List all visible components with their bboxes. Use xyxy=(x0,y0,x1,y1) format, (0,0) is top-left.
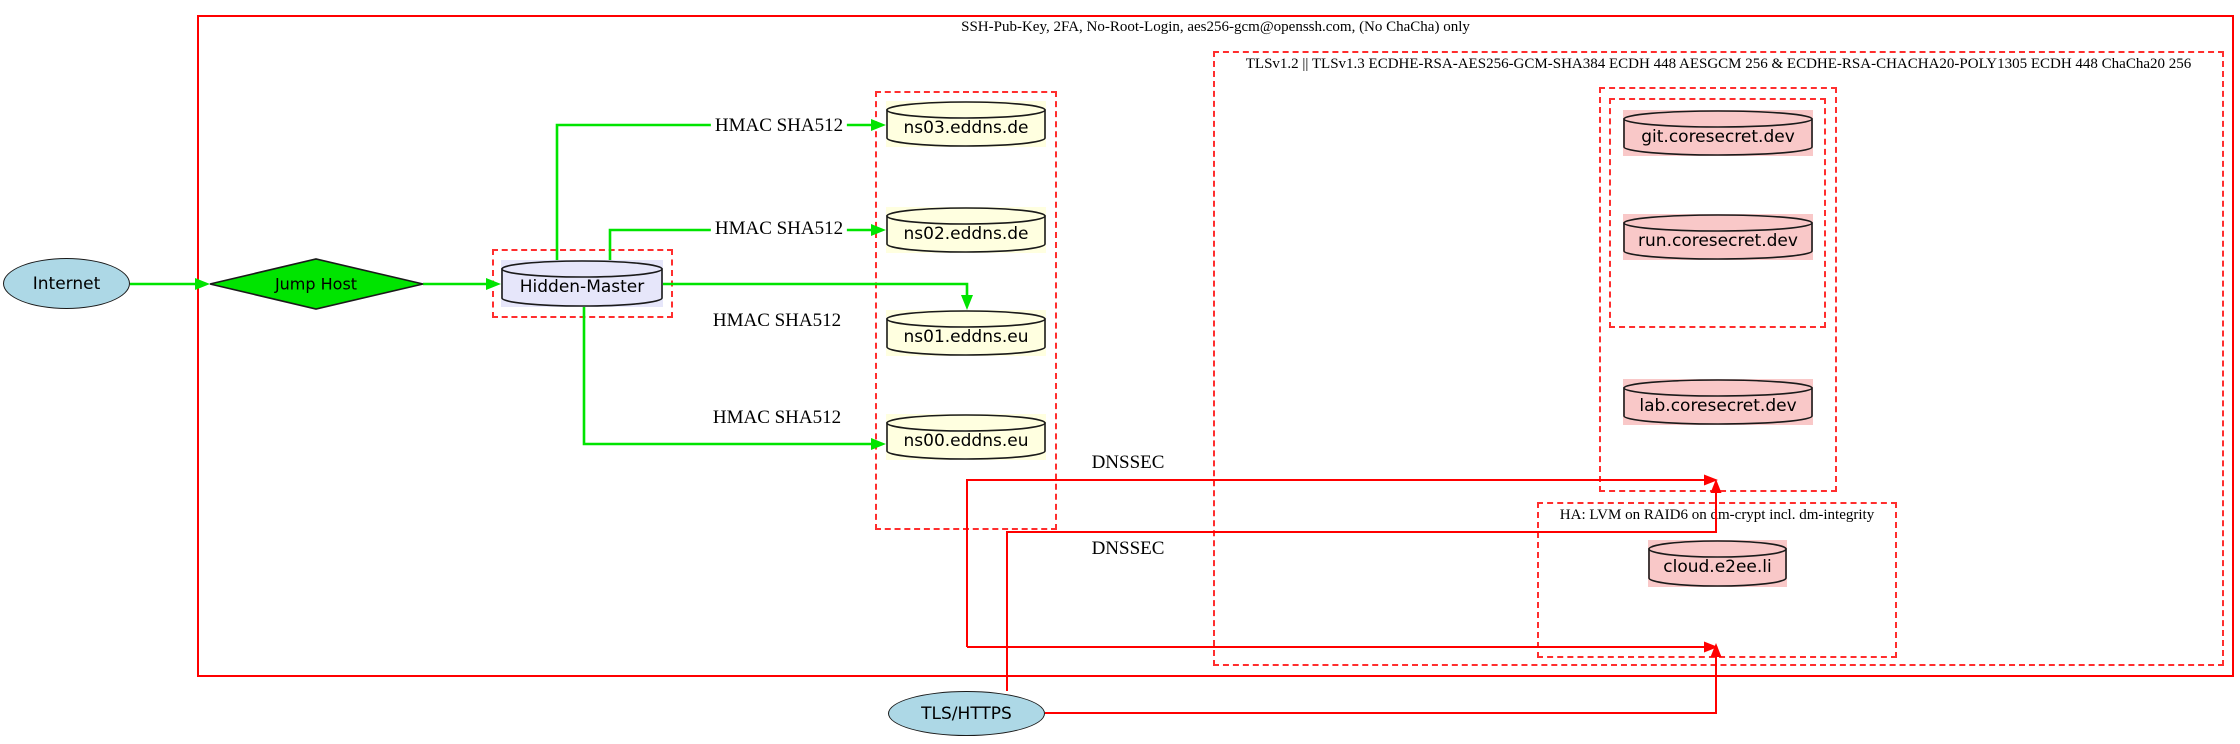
hmac-label-ns02: HMAC SHA512 xyxy=(710,218,848,240)
arrowhead-ns03 xyxy=(871,119,886,131)
ns02-label: ns02.eddns.de xyxy=(903,223,1029,244)
ns01-label: ns01.eddns.eu xyxy=(903,326,1029,347)
arrowhead-ns02 xyxy=(871,224,886,236)
hidden-master-label: Hidden-Master xyxy=(519,277,645,297)
tls-cluster-label: TLSv1.2 || TLSv1.3 ECDHE-RSA-AES256-GCM-… xyxy=(1245,56,2192,72)
cloud-label: cloud.e2ee.li xyxy=(1663,557,1772,577)
tls-cipher-cluster: TLSv1.2 || TLSv1.3 ECDHE-RSA-AES256-GCM-… xyxy=(1213,51,2224,666)
edge-tls-ha xyxy=(1045,657,1717,714)
cylinder-shape xyxy=(1623,110,1813,156)
internet-node: Internet xyxy=(3,258,130,309)
cylinder-shape xyxy=(501,260,663,307)
ns01-node: ns01.eddns.eu xyxy=(886,310,1046,356)
ns02-node: ns02.eddns.de xyxy=(886,207,1046,253)
git-label: git.coresecret.dev xyxy=(1641,126,1795,147)
cylinder-shape xyxy=(1623,379,1813,425)
edge-tls-coresecret xyxy=(1006,493,1717,691)
edge-dnssec-coresecret xyxy=(966,479,1704,647)
edge-hm-ns03 xyxy=(555,123,872,261)
arrowhead-ns00 xyxy=(871,438,886,450)
ssh-cluster-label: SSH-Pub-Key, 2FA, No-Root-Login, aes256-… xyxy=(961,19,1470,35)
tls-https-label: TLS/HTTPS xyxy=(921,703,1012,724)
git-node: git.coresecret.dev xyxy=(1623,110,1813,156)
arrowhead-jumphost xyxy=(195,278,210,290)
arrowhead-tls-ha xyxy=(1710,643,1722,657)
ns03-node: ns03.eddns.de xyxy=(886,101,1046,147)
dnssec-label-2: DNSSEC xyxy=(1087,538,1169,560)
arrowhead-dnssec-coresecret xyxy=(1704,474,1718,486)
edge-hm-ns01 xyxy=(663,282,969,296)
cylinder-shape xyxy=(886,101,1046,147)
cylinder-shape xyxy=(1648,540,1787,587)
run-label: run.coresecret.dev xyxy=(1638,230,1798,251)
edge-hm-ns00 xyxy=(582,305,872,446)
arrowhead-hiddenmaster xyxy=(486,278,501,290)
arrowhead-ns01 xyxy=(961,295,973,310)
hmac-label-ns01: HMAC SHA512 xyxy=(708,310,846,332)
ns00-label: ns00.eddns.eu xyxy=(903,430,1029,451)
arrowhead-dnssec-ha xyxy=(1704,641,1718,653)
ns00-node: ns00.eddns.eu xyxy=(886,414,1046,460)
lab-label: lab.coresecret.dev xyxy=(1639,395,1797,416)
ns03-label: ns03.eddns.de xyxy=(903,117,1029,138)
hmac-label-ns03: HMAC SHA512 xyxy=(710,115,848,137)
hidden-master-node: Hidden-Master xyxy=(501,260,663,307)
cloud-node: cloud.e2ee.li xyxy=(1648,540,1787,587)
ssh-hardening-cluster: SSH-Pub-Key, 2FA, No-Root-Login, aes256-… xyxy=(197,15,2234,677)
arrowhead-tls-coresecret xyxy=(1710,479,1722,493)
lab-node: lab.coresecret.dev xyxy=(1623,379,1813,425)
cylinder-shape xyxy=(1623,214,1813,260)
cylinder-shape xyxy=(886,207,1046,253)
internet-label: Internet xyxy=(32,273,101,294)
run-node: run.coresecret.dev xyxy=(1623,214,1813,260)
cylinder-shape xyxy=(886,414,1046,460)
hmac-label-ns00: HMAC SHA512 xyxy=(708,407,846,429)
jump-host-diamond-shape xyxy=(209,258,424,310)
jump-host-label: Jump Host xyxy=(274,274,358,294)
cylinder-shape xyxy=(886,310,1046,356)
coresecret-inner-cluster xyxy=(1609,98,1826,328)
tls-https-node: TLS/HTTPS xyxy=(888,691,1045,736)
dnssec-label-1: DNSSEC xyxy=(1087,452,1169,474)
